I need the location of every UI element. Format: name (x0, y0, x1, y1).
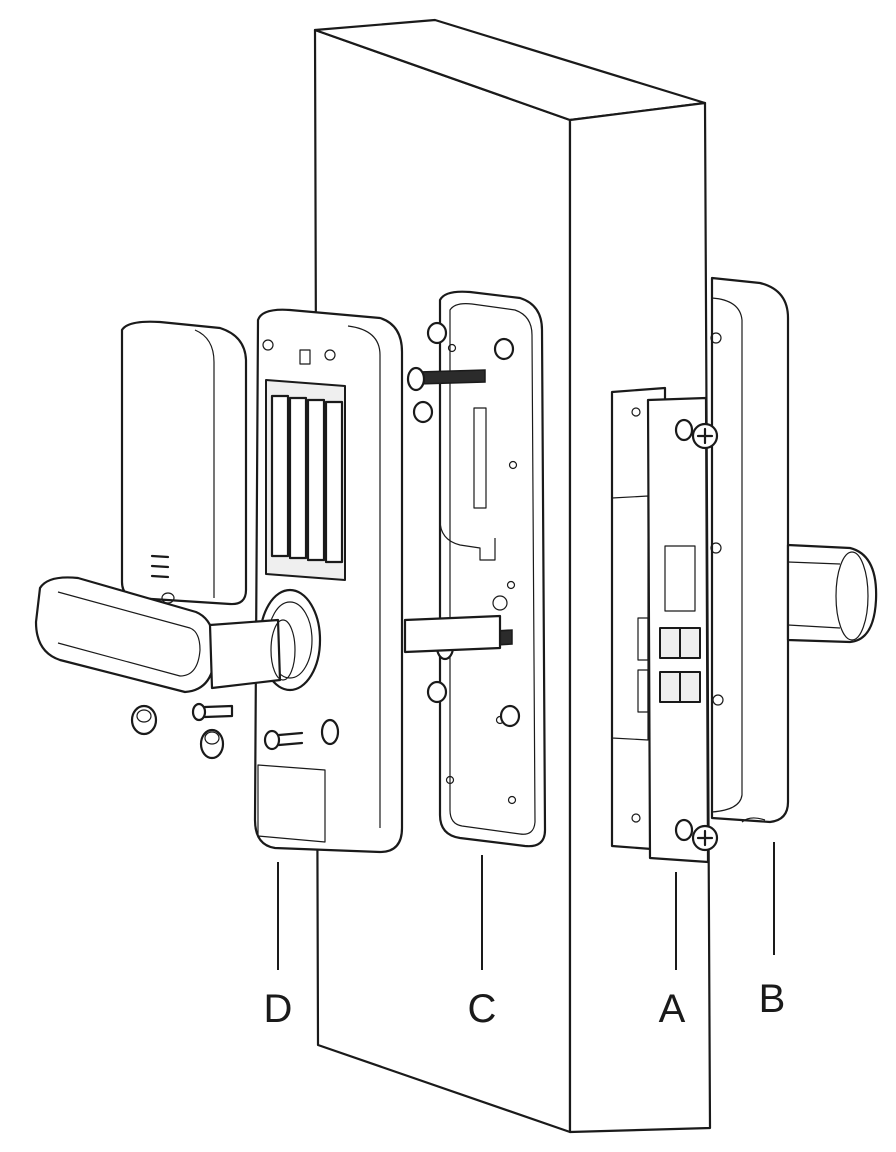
mounting-plate (412, 290, 547, 848)
exterior-handle-assembly (710, 276, 878, 824)
through-bolts (403, 366, 513, 661)
callout-label-a: A (659, 987, 686, 1031)
callout-label-c: C (468, 987, 497, 1031)
faceplate-screw-bottom (674, 818, 719, 852)
interior-lock-unit (253, 308, 404, 854)
callout-label-d: D (264, 987, 293, 1031)
mortise-lock-body (610, 386, 719, 864)
loose-hardware (130, 702, 234, 760)
faceplate-screw-top (674, 418, 719, 450)
battery-cover (120, 320, 248, 606)
callout-label-b: B (759, 977, 786, 1021)
interior-lever (34, 576, 296, 694)
